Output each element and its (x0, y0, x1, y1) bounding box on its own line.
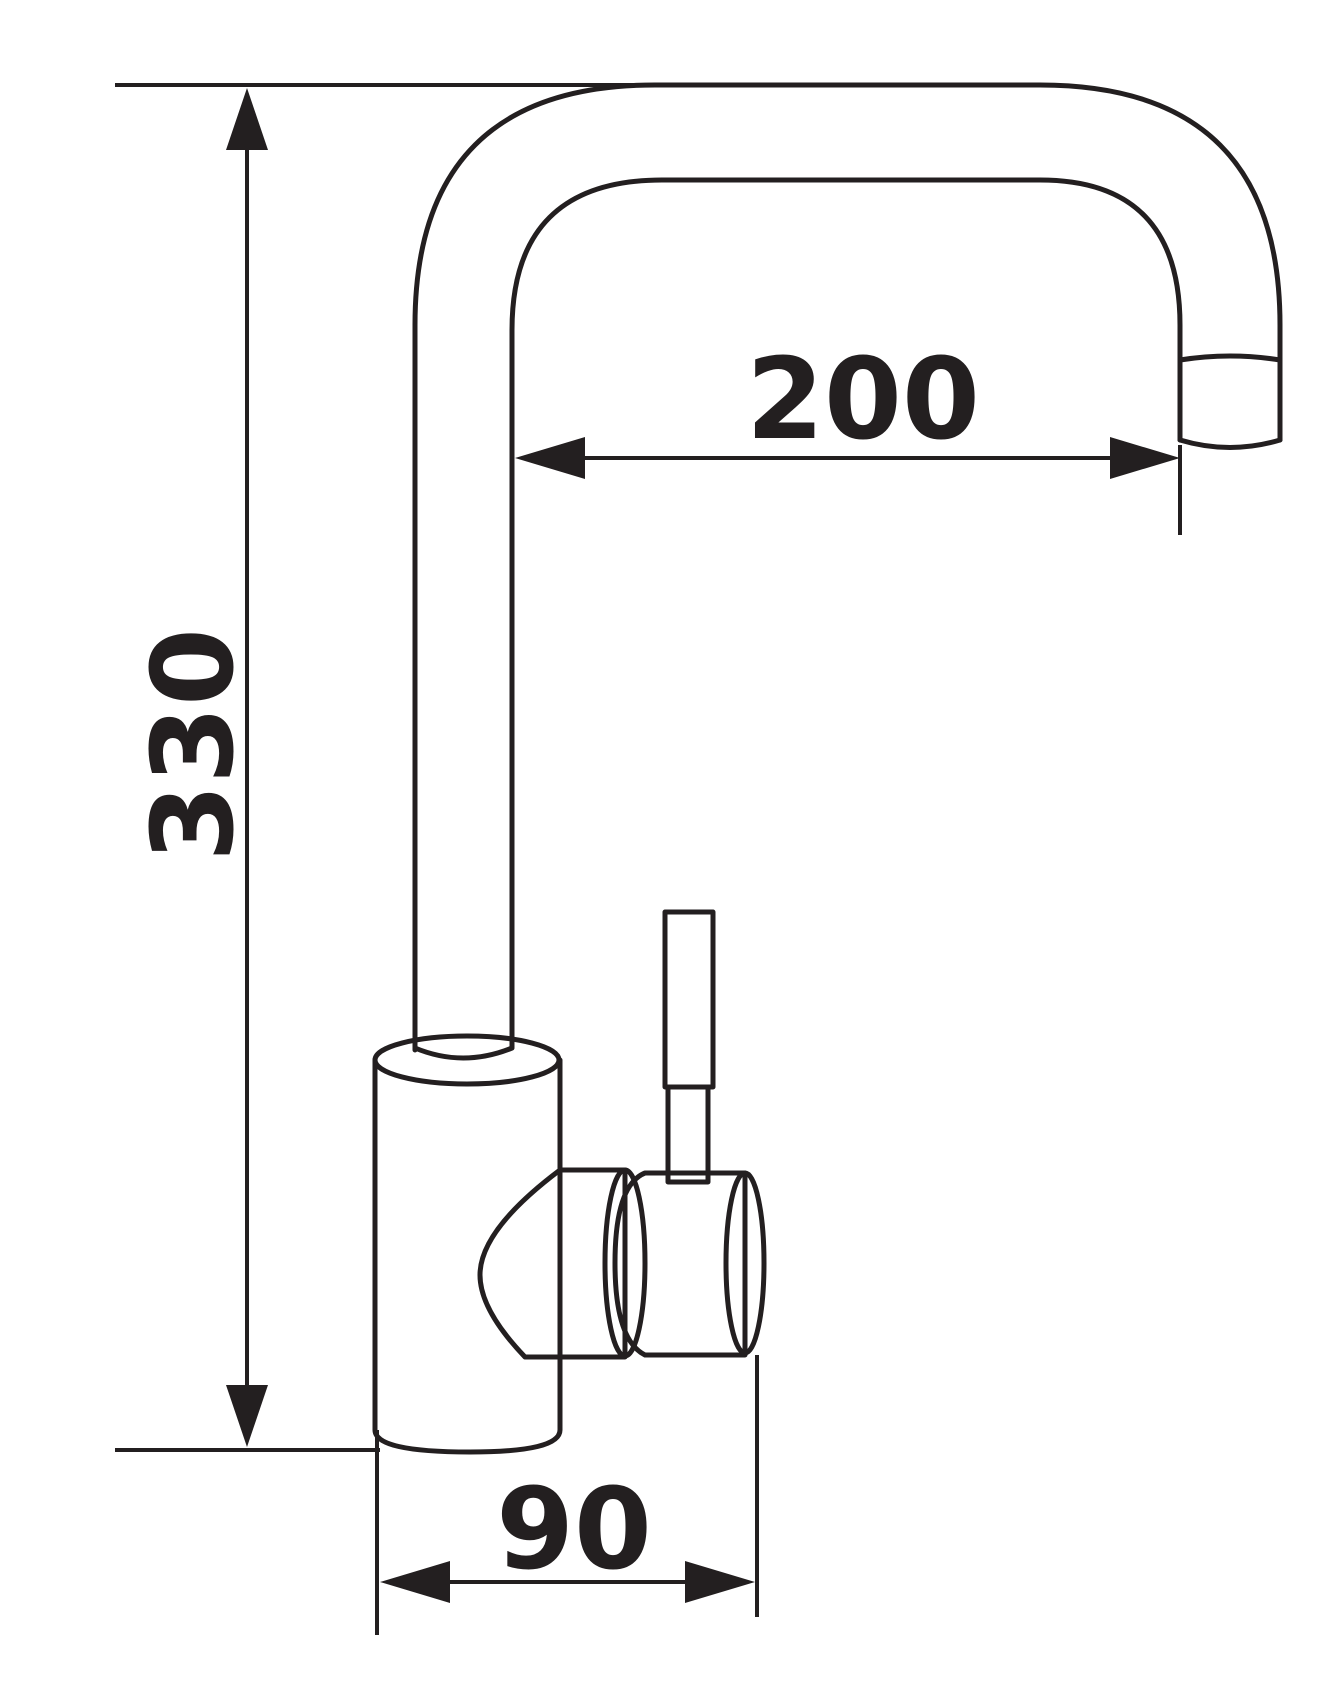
handle-body (612, 1170, 748, 1358)
height-arrow-top (226, 88, 268, 150)
reach-dimension: 200 (515, 335, 1182, 535)
reach-arrow-right (1110, 437, 1180, 479)
control-lever-shaft (665, 1084, 711, 1185)
reach-label: 200 (746, 335, 980, 465)
reach-arrow-left (515, 437, 585, 479)
spout-nozzle (1177, 353, 1283, 363)
lever-body (477, 1167, 628, 1360)
control-lever-grip (662, 909, 716, 1090)
width-label: 90 (496, 1465, 652, 1595)
handle-end-cap (723, 1170, 767, 1356)
base-top-ellipse (372, 1033, 562, 1087)
spout-inner-contour (509, 177, 1183, 1050)
lever-ring (602, 1167, 648, 1359)
height-arrow-bottom (226, 1385, 268, 1447)
height-dimension: 330 (115, 83, 655, 1452)
height-label: 330 (129, 628, 259, 862)
spout-nozzle-tip (1177, 437, 1283, 450)
width-dimension: 90 (375, 1355, 759, 1635)
column-collar (412, 1045, 515, 1061)
width-arrow-left (380, 1561, 450, 1603)
faucet-outline (372, 82, 1283, 1455)
spout-outer-contour (412, 82, 1283, 1053)
width-arrow-right (685, 1561, 755, 1603)
base-body (372, 1057, 563, 1455)
